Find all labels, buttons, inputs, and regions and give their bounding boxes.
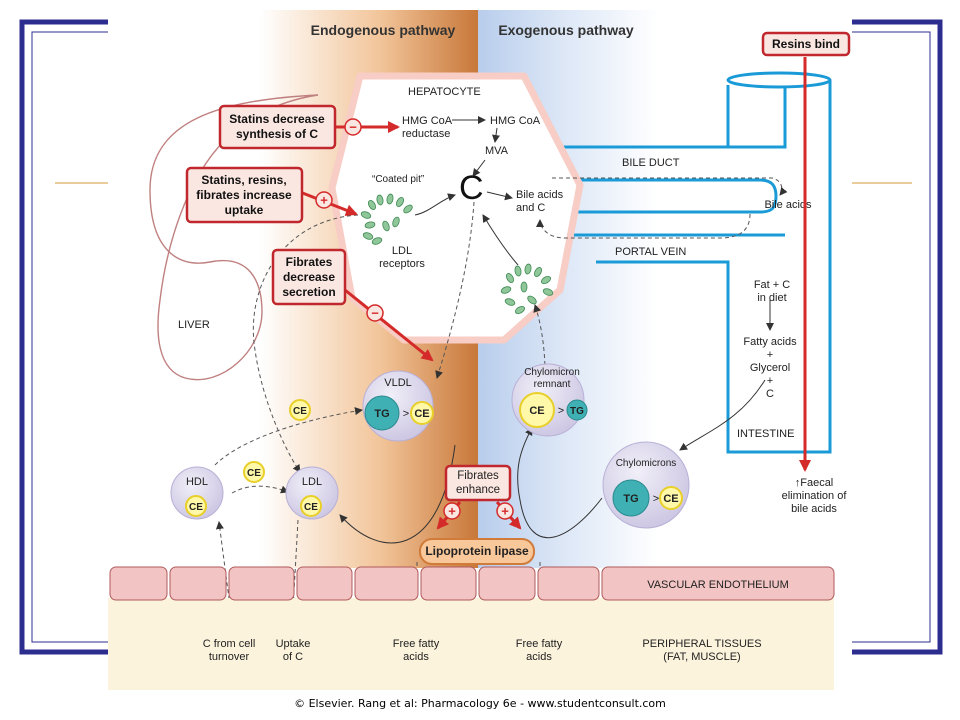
svg-text:Chylomicrons: Chylomicrons — [616, 458, 677, 469]
endothelial-cells — [109, 566, 835, 601]
ldl-receptor-pit — [360, 193, 413, 245]
bile-duct-label: BILE DUCT — [622, 157, 680, 169]
svg-text:>: > — [653, 493, 659, 505]
chylomicron-receptor-pit — [500, 263, 554, 315]
svg-text:CE: CE — [663, 493, 678, 505]
svg-text:−: − — [371, 306, 379, 321]
vldl-particle: VLDL TG > CE — [362, 370, 434, 442]
hepatocyte-label: HEPATOCYTE — [408, 86, 481, 98]
inhibit-sign-statins: − — [344, 118, 362, 136]
liver-outline — [149, 94, 319, 381]
coated-pit-label: “Coated pit” — [372, 174, 424, 185]
cholesterol-c-label: C — [459, 169, 484, 207]
intestine-label: INTESTINE — [737, 428, 794, 440]
svg-text:+: + — [448, 504, 456, 519]
svg-text:CE: CE — [414, 408, 429, 420]
resins-bind-callout: Resins bind — [761, 31, 851, 57]
portal-vein-label: PORTAL VEIN — [615, 246, 686, 258]
svg-text:TG: TG — [623, 493, 638, 505]
exogenous-header: Exogenous pathway — [498, 22, 634, 38]
bile-duct-intestine-tube — [540, 80, 832, 454]
svg-text:TG: TG — [374, 408, 389, 420]
svg-text:VLDL: VLDL — [384, 377, 412, 389]
svg-text:+: + — [320, 193, 328, 208]
mva-label: MVA — [485, 145, 509, 157]
svg-text:TG: TG — [570, 406, 584, 417]
bile-acids-label: Bile acids — [764, 199, 812, 211]
hmg-coa-label: HMG CoA — [490, 115, 541, 127]
svg-text:CE: CE — [189, 502, 203, 513]
svg-text:>: > — [403, 408, 409, 420]
drug-action-arrows — [299, 57, 811, 530]
enhance-sign-lipase-left: + — [443, 502, 461, 520]
tube-opening — [726, 71, 832, 89]
svg-text:CE: CE — [304, 502, 318, 513]
svg-text:+: + — [501, 504, 509, 519]
hepatocyte-arrows — [414, 116, 519, 266]
ce-transfer-chip-hdl-ldl: CE — [243, 461, 265, 483]
lipoprotein-lipase: Lipoprotein lipase — [419, 538, 535, 565]
svg-text:LDL: LDL — [302, 476, 322, 488]
peripheral-tissue-area — [108, 598, 834, 690]
hdl-particle: HDL CE — [170, 466, 224, 520]
svg-text:CE: CE — [293, 406, 307, 417]
ldl-particle: LDL CE — [285, 466, 339, 520]
endogenous-header: Endogenous pathway — [311, 22, 456, 38]
svg-text:CE: CE — [529, 405, 544, 417]
ce-transfer-chip-vldl: CE — [289, 399, 311, 421]
enterohepatic-loop — [536, 177, 788, 239]
vascular-endothelium-label: VASCULAR ENDOTHELIUM — [647, 579, 789, 591]
svg-text:HDL: HDL — [186, 476, 208, 488]
svg-text:CE: CE — [247, 468, 261, 479]
svg-text:−: − — [349, 120, 357, 135]
enhance-sign-uptake: + — [315, 191, 333, 209]
svg-text:Resins bind: Resins bind — [772, 37, 840, 51]
liver-label: LIVER — [178, 319, 210, 331]
peripheral-tissues-label: PERIPHERAL TISSUES(FAT, MUSCLE) — [642, 638, 761, 663]
chylomicrons-particle: Chylomicrons TG > CE — [602, 441, 690, 529]
fatty-acids-glycerol-label: Fatty acids+Glycerol+C — [743, 336, 797, 400]
copyright-credit: © Elsevier. Rang et al: Pharmacology 6e … — [294, 697, 666, 710]
svg-text:Lipoprotein lipase: Lipoprotein lipase — [425, 544, 529, 558]
svg-text:>: > — [558, 405, 564, 417]
enhance-sign-lipase-right: + — [496, 502, 514, 520]
inhibit-sign-fibrates: − — [366, 304, 384, 322]
